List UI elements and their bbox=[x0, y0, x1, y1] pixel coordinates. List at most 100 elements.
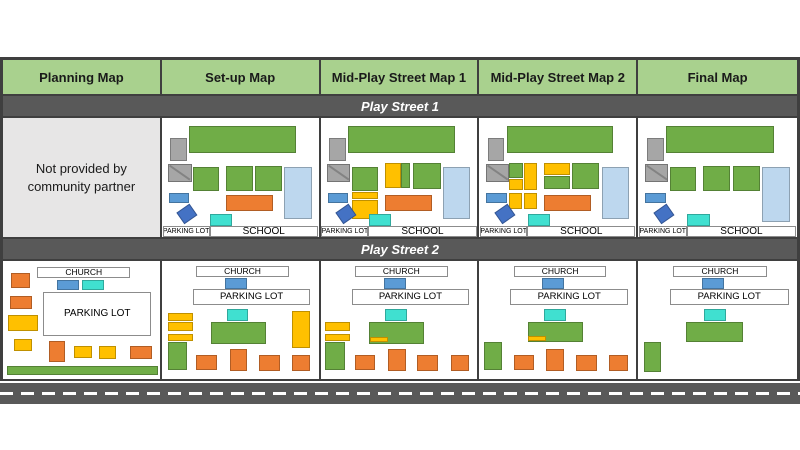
blue-rect bbox=[702, 277, 725, 289]
gray-diagonal-shape bbox=[168, 164, 192, 182]
green-rect bbox=[543, 175, 571, 190]
label-school: SCHOOL bbox=[686, 226, 797, 237]
green-rect bbox=[167, 342, 188, 371]
orange-rect bbox=[196, 355, 217, 371]
cyan-rect bbox=[226, 308, 249, 321]
orange-rect bbox=[226, 195, 274, 211]
yellow-rect bbox=[523, 163, 538, 190]
play-street-1-banner: Play Street 1 bbox=[0, 94, 800, 118]
map-cell-ps2-midplay2: CHURCH PARKING LOT bbox=[479, 261, 639, 379]
yellow-rect bbox=[369, 336, 388, 343]
orange-rect bbox=[575, 355, 597, 371]
cyan-rect bbox=[527, 214, 550, 227]
green-rect bbox=[226, 166, 253, 191]
label-parking-lot: PARKING LOT bbox=[192, 288, 311, 305]
yellow-rect bbox=[508, 178, 523, 190]
cyan-rect bbox=[82, 279, 105, 290]
label-parking-lot: PARKING LOT bbox=[480, 226, 528, 237]
orange-rect bbox=[10, 272, 30, 288]
label-church: CHURCH bbox=[37, 266, 130, 278]
green-rect bbox=[665, 125, 774, 154]
label-parking-lot: PARKING LOT bbox=[351, 288, 470, 305]
column-header-row: Planning Map Set-up Map Mid-Play Street … bbox=[0, 57, 800, 94]
yellow-rect bbox=[351, 191, 378, 199]
label-church: CHURCH bbox=[673, 265, 767, 277]
green-rect bbox=[255, 166, 282, 191]
label-parking-lot: PARKING LOT bbox=[162, 226, 210, 237]
not-provided-cell: Not provided by community partner bbox=[3, 118, 162, 237]
blue-rect bbox=[168, 192, 190, 204]
orange-rect bbox=[543, 195, 591, 211]
yellow-rect bbox=[292, 310, 311, 349]
green-rect bbox=[193, 166, 220, 192]
orange-rect bbox=[417, 355, 439, 371]
green-rect bbox=[571, 162, 600, 190]
yellow-rect bbox=[99, 345, 116, 359]
blue-rect bbox=[542, 277, 565, 289]
green-rect bbox=[732, 166, 760, 191]
green-rect bbox=[413, 162, 441, 189]
yellow-rect bbox=[13, 338, 32, 351]
yellow-rect bbox=[523, 192, 538, 210]
orange-rect bbox=[387, 348, 406, 371]
gray-diagonal-shape bbox=[644, 164, 669, 182]
green-rect bbox=[325, 342, 346, 371]
yellow-rect bbox=[325, 322, 351, 332]
green-rect bbox=[351, 166, 378, 192]
street-road-band bbox=[0, 383, 800, 404]
label-church: CHURCH bbox=[196, 265, 289, 277]
yellow-rect bbox=[167, 312, 193, 321]
column-header-midplay-map-2: Mid-Play Street Map 2 bbox=[479, 60, 639, 94]
blue-rect bbox=[645, 192, 666, 204]
yellow-rect bbox=[167, 333, 193, 341]
cyan-rect bbox=[210, 214, 233, 227]
paleblue-rect bbox=[284, 166, 312, 220]
map-cell-ps2-final: CHURCH PARKING LOT bbox=[638, 261, 797, 379]
blue-rect bbox=[327, 192, 349, 204]
yellow-rect bbox=[325, 333, 351, 341]
cyan-rect bbox=[369, 214, 392, 227]
yellow-rect bbox=[543, 163, 571, 175]
label-parking-lot: PARKING LOT bbox=[321, 226, 369, 237]
label-parking-lot: PARKING LOT bbox=[669, 288, 789, 305]
paleblue-rect bbox=[601, 166, 630, 220]
column-header-final-map: Final Map bbox=[687, 69, 748, 85]
darkblue-rect bbox=[653, 203, 675, 225]
column-header-setup-map: Set-up Map bbox=[162, 60, 321, 94]
map-cell-ps2-planning: CHURCH PARKING LOT bbox=[3, 261, 162, 379]
label-school: SCHOOL bbox=[527, 226, 636, 237]
green-rect bbox=[506, 125, 614, 154]
cyan-rect bbox=[544, 308, 567, 321]
road-dashed-line bbox=[0, 392, 800, 395]
label-parking-lot: PARKING LOT bbox=[43, 292, 152, 336]
blue-rect bbox=[57, 279, 80, 290]
label-parking-lot: PARKING LOT bbox=[510, 288, 629, 305]
green-rect bbox=[210, 322, 266, 344]
yellow-rect bbox=[528, 335, 547, 342]
green-rect bbox=[189, 125, 296, 154]
gray-rect bbox=[488, 138, 505, 161]
gray-rect bbox=[329, 138, 346, 161]
gray-diagonal-shape bbox=[326, 164, 351, 182]
orange-rect bbox=[48, 341, 66, 362]
yellow-rect bbox=[74, 345, 92, 359]
paleblue-rect bbox=[762, 166, 790, 222]
orange-rect bbox=[450, 355, 470, 371]
play-street-1-row: Not provided by community partner PARKIN… bbox=[0, 118, 800, 237]
play-street-2-banner: Play Street 2 bbox=[0, 237, 800, 261]
gray-rect bbox=[170, 138, 187, 161]
green-rect bbox=[644, 342, 662, 372]
green-rect bbox=[401, 162, 410, 189]
gray-diagonal-shape bbox=[485, 164, 510, 182]
gray-rect bbox=[646, 138, 664, 161]
orange-rect bbox=[229, 348, 248, 371]
label-church: CHURCH bbox=[513, 265, 607, 277]
orange-rect bbox=[130, 345, 152, 359]
blue-rect bbox=[383, 277, 406, 289]
label-school: SCHOOL bbox=[368, 226, 477, 237]
